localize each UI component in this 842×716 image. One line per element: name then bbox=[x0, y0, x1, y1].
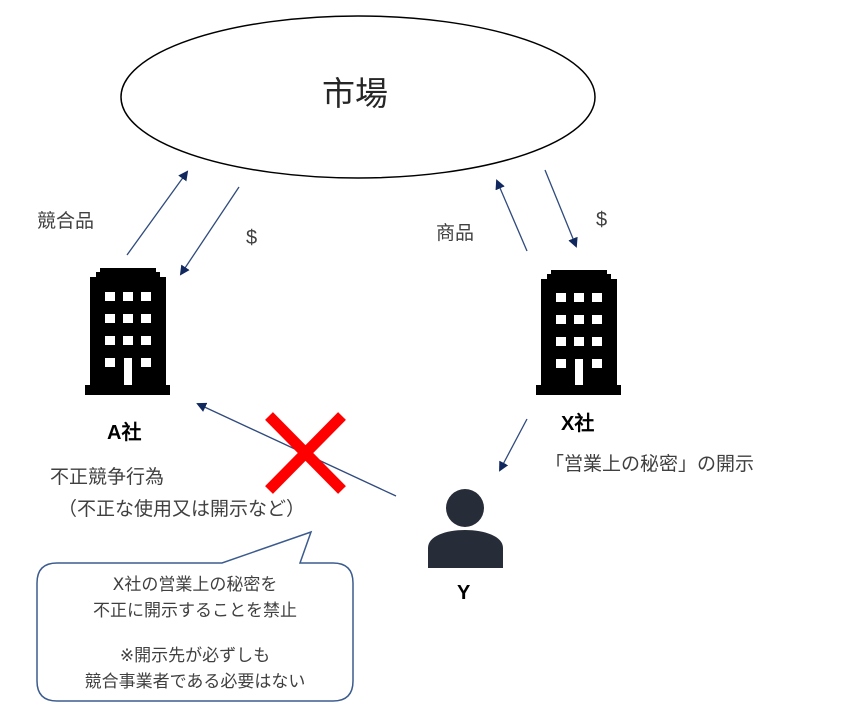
secret-disclosure-label: 「営業上の秘密」の開示 bbox=[545, 453, 755, 475]
market-ellipse bbox=[120, 15, 596, 179]
unfair-competition-detail-label: （不正な使用又は開示など） bbox=[58, 498, 306, 520]
building-icon bbox=[536, 270, 621, 395]
arrow-market-to-x bbox=[544, 169, 578, 248]
arrow-x-to-y bbox=[499, 418, 528, 472]
arrow-x-to-market bbox=[495, 179, 528, 252]
building-icon bbox=[85, 268, 170, 395]
cross-mark-icon bbox=[265, 412, 346, 494]
arrow-market-to-a bbox=[179, 186, 240, 276]
callout-note-line: 競合事業者である必要はない bbox=[84, 672, 306, 692]
payment-to-x-label: $ bbox=[596, 209, 608, 231]
competing-goods-label: 競合品 bbox=[37, 210, 95, 232]
unfair-competition-label: 不正競争行為 bbox=[50, 466, 165, 488]
company-x-label: X社 bbox=[561, 413, 595, 435]
goods-label: 商品 bbox=[436, 222, 475, 244]
payment-to-a-label: $ bbox=[246, 227, 258, 249]
callout-text-line: 不正に開示することを禁止 bbox=[93, 601, 297, 621]
company-a-label: A社 bbox=[107, 422, 142, 444]
market-label: 市場 bbox=[322, 74, 388, 113]
arrow-a-to-market bbox=[126, 170, 189, 256]
callout-bubble bbox=[36, 530, 354, 702]
callout-note-line: ※開示先が必ずしも bbox=[119, 646, 271, 666]
person-icon bbox=[428, 489, 503, 568]
callout-text-line: X社の営業上の秘密を bbox=[112, 575, 278, 595]
person-y-label: Y bbox=[457, 582, 471, 604]
